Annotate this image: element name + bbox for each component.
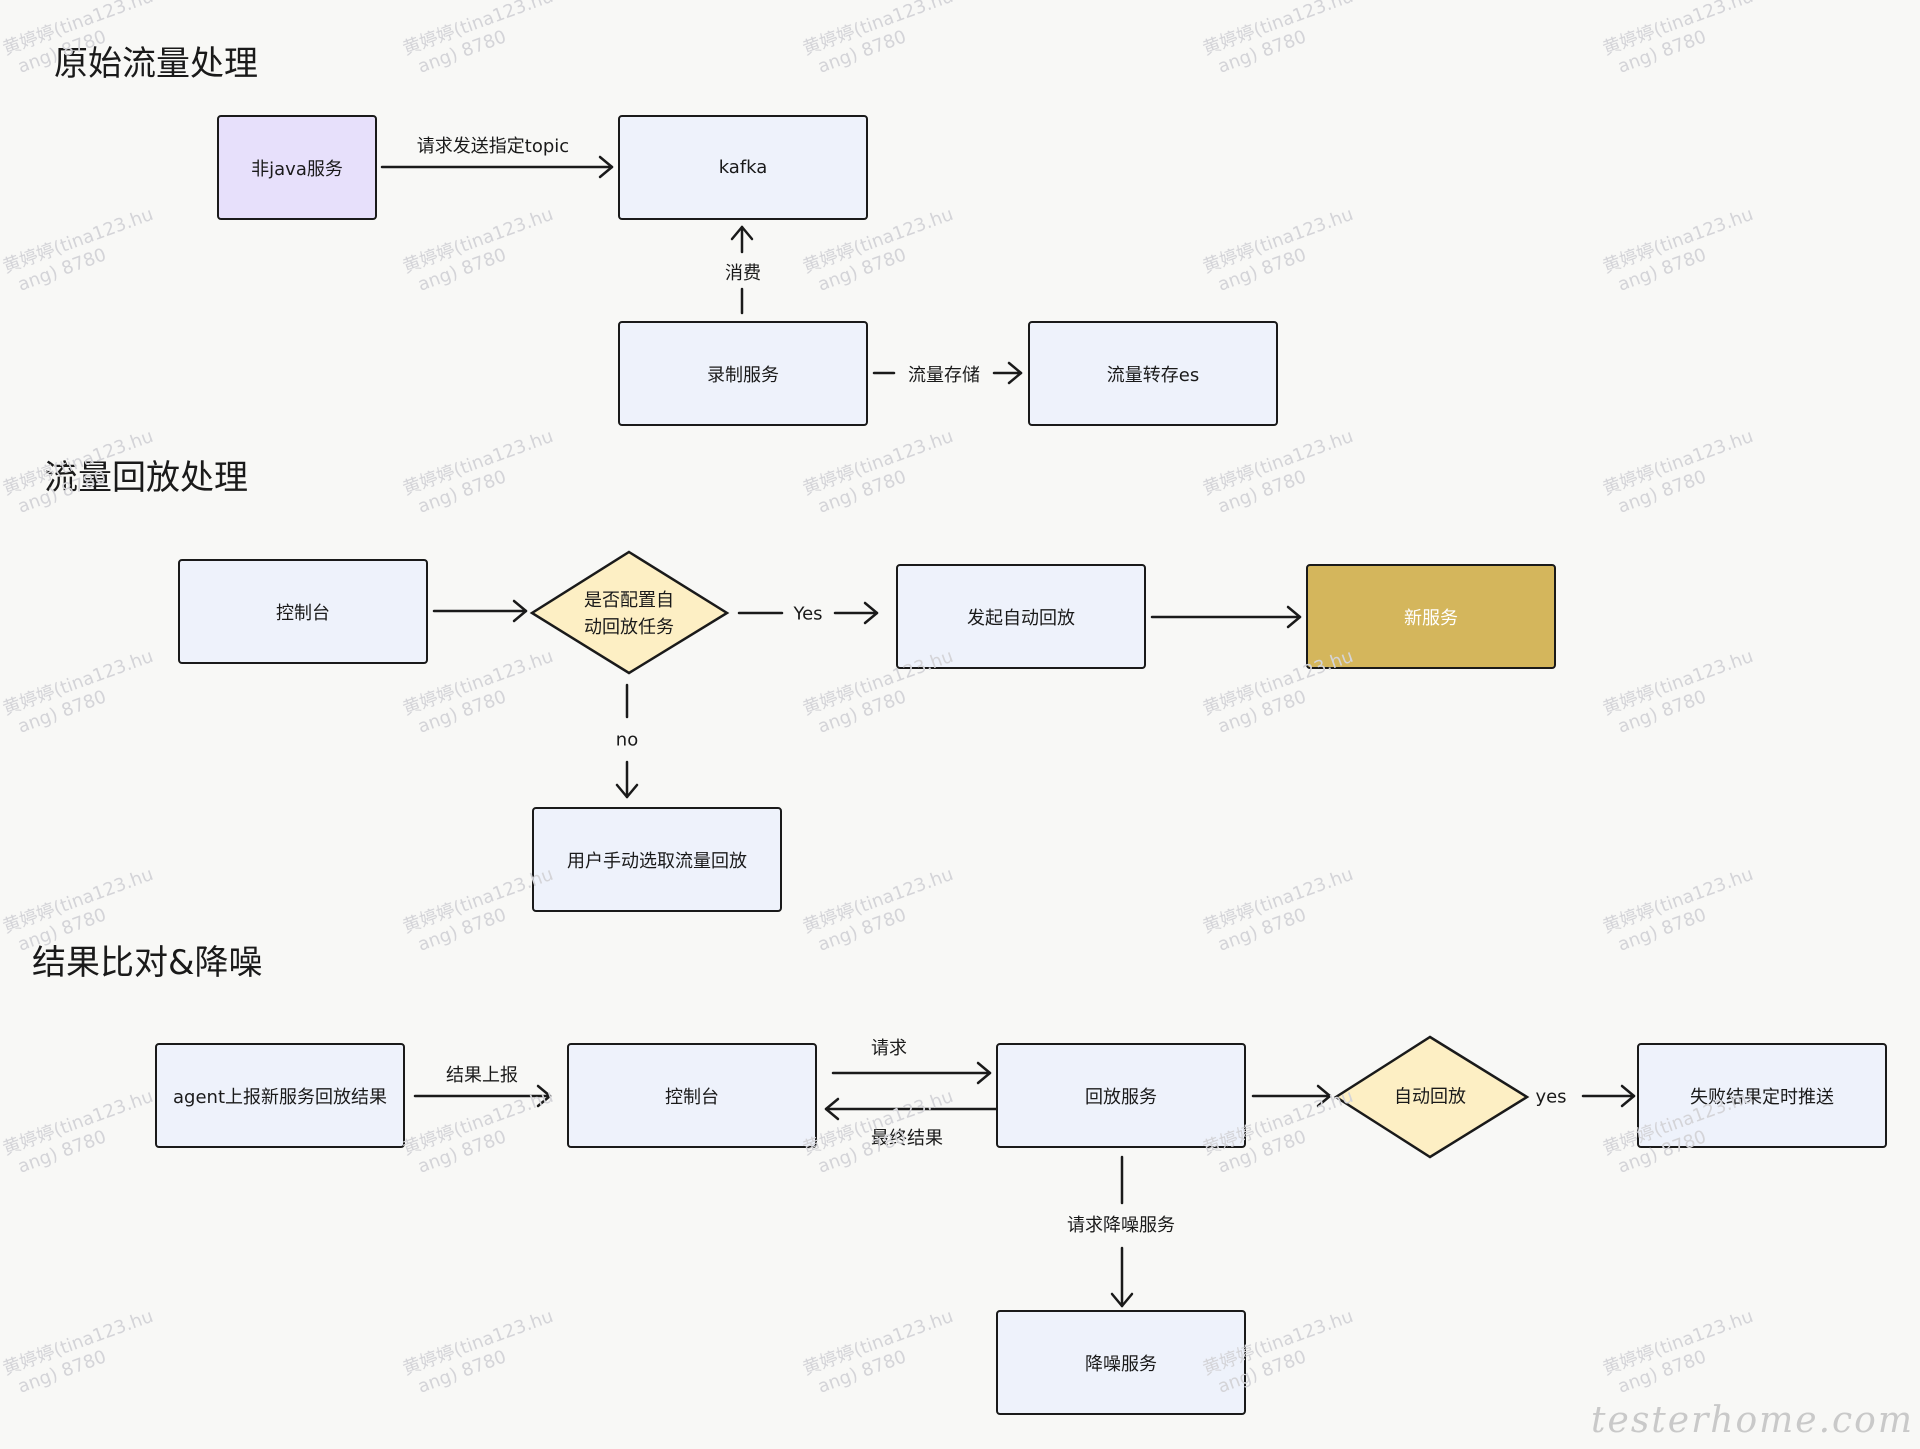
node-console: 控制台 (178, 559, 428, 664)
label-request-denoise: 请求降噪服务 (1067, 1215, 1175, 1236)
label-report: 结果上报 (446, 1065, 518, 1086)
node-start-auto-replay: 发起自动回放 (896, 564, 1146, 669)
section-title-result-compare: 结果比对&降噪 (32, 943, 263, 983)
decision-diamond-auto-task (529, 550, 730, 675)
arrowhead-es (1007, 361, 1023, 385)
section-title-traffic-replay: 流量回放处理 (44, 458, 248, 498)
arrowhead-console2 (536, 1084, 552, 1108)
node-record-service: 录制服务 (618, 321, 868, 426)
label-send-topic: 请求发送指定topic (416, 136, 570, 157)
arrowhead-manual (615, 783, 639, 799)
arrowhead-final-result (824, 1097, 840, 1121)
decision-diamond-auto-replay (1333, 1035, 1530, 1159)
node-new-service: 新服务 (1306, 564, 1556, 669)
arrowhead-auto-replay (1316, 1084, 1332, 1108)
node-fail-push: 失败结果定时推送 (1637, 1043, 1887, 1148)
decision-auto-replay-text: 自动回放 (1394, 1086, 1466, 1108)
label-request: 请求 (871, 1038, 907, 1059)
label-final-result: 最终结果 (871, 1128, 943, 1149)
node-es-storage: 流量转存es (1028, 321, 1278, 426)
decision-auto-task-text: 是否配置自 动回放任务 (584, 590, 674, 638)
node-manual-select: 用户手动选取流量回放 (532, 807, 782, 912)
node-non-java-service: 非java服务 (217, 115, 377, 220)
node-denoise-service: 降噪服务 (996, 1310, 1246, 1415)
node-agent-report: agent上报新服务回放结果 (155, 1043, 405, 1148)
node-console-2: 控制台 (567, 1043, 817, 1148)
brand-watermark: testerhome.com (1591, 1400, 1914, 1441)
label-yes: Yes (793, 603, 823, 625)
arrowhead-replay-service (976, 1061, 992, 1085)
arrowhead-start-auto (863, 601, 879, 625)
arrowhead-denoise (1110, 1292, 1134, 1308)
arrowhead-consume (730, 225, 754, 241)
arrowhead-new-service (1286, 605, 1302, 629)
arrowhead-kafka (598, 155, 614, 179)
node-kafka: kafka (618, 115, 868, 220)
label-yes-2: yes (1535, 1086, 1567, 1108)
arrowhead-fail-push (1620, 1084, 1636, 1108)
node-replay-service: 回放服务 (996, 1043, 1246, 1148)
label-no: no (615, 729, 639, 751)
section-title-raw-traffic: 原始流量处理 (54, 44, 258, 84)
label-store: 流量存储 (908, 365, 980, 386)
label-consume: 消费 (725, 263, 761, 284)
arrowhead-decision (512, 599, 528, 623)
